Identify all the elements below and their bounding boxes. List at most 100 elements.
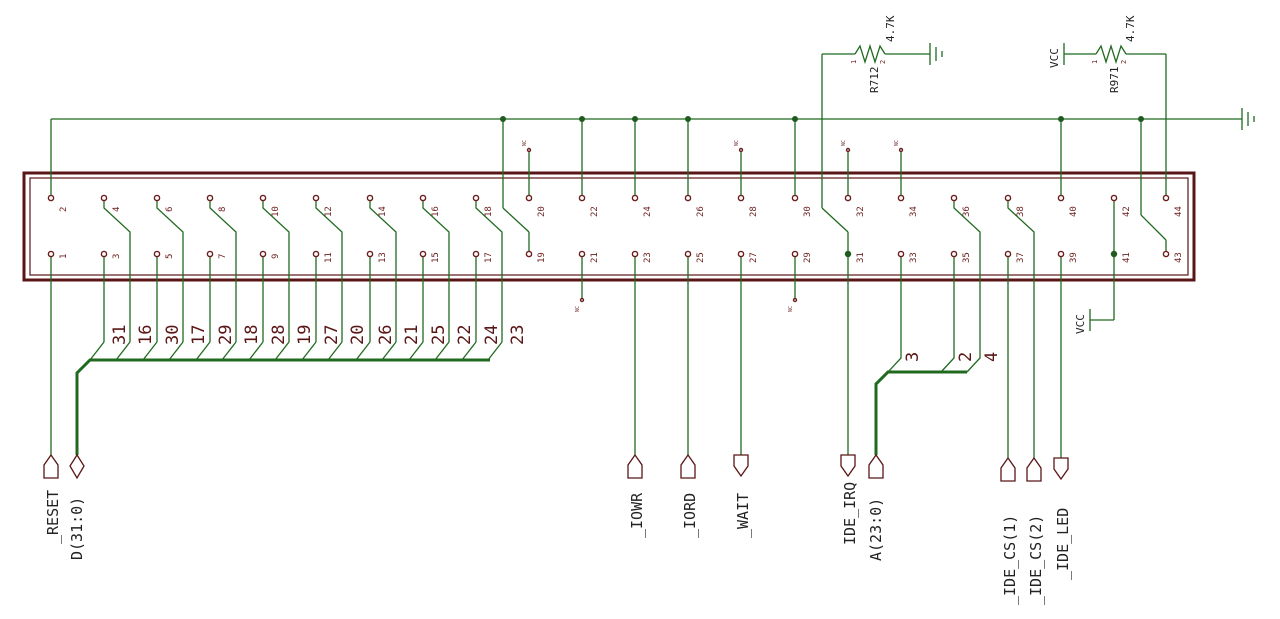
data-bit-label: 30 [163,325,183,345]
data-bit-label: 19 [295,325,315,345]
r712-ref: R712 [868,67,881,94]
data-bit-label: 16 [136,325,156,345]
pin-label-28: 28 [749,206,759,217]
pin-label-36: 36 [962,206,972,217]
signal-ide-cs2: _IDE_CS(2) [1027,515,1045,605]
pin-label-21: 21 [590,252,600,263]
pin-label-14: 14 [378,206,388,217]
nc-markers [526,147,904,303]
data-bit-label: 21 [402,325,422,345]
pin-label-9: 9 [271,254,281,259]
pin-label-8: 8 [218,207,228,212]
pin-label-16: 16 [431,206,441,217]
cs2-wire [1007,198,1035,458]
pin-label-34: 34 [909,206,919,217]
address-bus-wires [887,198,981,373]
nc-label-32: NC [841,140,847,146]
data-bit-label: 25 [429,325,449,345]
address-bit-label: 2 [956,352,976,362]
pin41-vcc-wire [1089,198,1118,331]
port-iord [680,453,696,479]
signal-iowr: _IOWR [628,492,646,538]
pin-label-10: 10 [271,206,281,217]
r971-ref: R971 [1108,67,1121,94]
nc-label-28: NC [734,140,740,146]
data-bit-label: 24 [482,325,502,345]
signal-ide-irq: IDE_IRQ [841,482,859,545]
r712-pin1: 1 [850,60,858,64]
data-bit-label: 20 [348,325,368,345]
pin-label-25: 25 [696,252,706,263]
pin-label-2: 2 [59,207,69,212]
pin-label-4: 4 [112,207,122,212]
pin-label-39: 39 [1069,252,1079,263]
pin-label-43: 43 [1174,252,1184,263]
pin-label-35: 35 [962,252,972,263]
pin-label-7: 7 [218,254,228,259]
data-bit-label: 29 [216,325,236,345]
port-ide-irq [840,454,856,478]
port-ide-cs2 [1026,456,1042,482]
pin-label-15: 15 [431,252,441,263]
address-bit-label: 3 [903,352,923,362]
pin-label-12: 12 [324,206,334,217]
pin-circles [47,194,1170,258]
pin-label-30: 30 [803,206,813,217]
ground-rail [50,116,1242,254]
pin-label-41: 41 [1122,252,1132,263]
pin-label-5: 5 [165,254,175,259]
resistor-r712 [821,43,930,455]
port-reset [43,453,59,479]
pin-label-18: 18 [484,206,494,217]
pin-label-29: 29 [803,252,813,263]
signal-data-bus: D(31:0) [68,497,86,560]
pin-label-11: 11 [324,252,334,263]
port-iowr [627,453,643,479]
connector-body-inner [29,177,1189,276]
pin-label-27: 27 [749,252,759,263]
nc-label-29: NC [788,306,794,312]
nc-label-21: NC [575,306,581,312]
port-address-bus [868,453,884,479]
signal-reset: _RESET [44,490,62,544]
pin-label-33: 33 [909,252,919,263]
pin-label-26: 26 [696,206,706,217]
address-bit-label: 4 [982,352,1002,362]
data-bus-wires [89,198,503,361]
data-bit-label: 22 [455,325,475,345]
data-bit-label: 26 [376,325,396,345]
pin-label-6: 6 [165,207,175,212]
data-bus [75,358,490,455]
resistor-r971 [1063,43,1167,198]
r712-pin2: 2 [879,60,887,64]
nc-label-34: NC [894,140,900,146]
vcc-label-top: VCC [1048,48,1061,68]
vcc-label-bottom: VCC [1074,314,1087,334]
pin-label-40: 40 [1069,206,1079,217]
r971-pin1: 1 [1091,60,1099,64]
pin-label-20: 20 [537,206,547,217]
port-wait [733,454,749,478]
data-bit-label: 31 [110,325,130,345]
ground-symbol-r712 [929,43,943,65]
r971-pin2: 2 [1120,60,1128,64]
signal-iord: _IORD [681,493,699,538]
pin-label-17: 17 [484,252,494,263]
port-data-bus [69,453,85,480]
pin-label-44: 44 [1174,206,1184,217]
ground-symbol-rail [1241,108,1255,130]
pin-label-24: 24 [643,206,653,217]
signal-wait: _WAIT [734,493,752,538]
signal-ide-led: _IDE_LED [1054,508,1072,580]
r971-value: 4.7K [1124,15,1137,42]
port-ide-led [1053,457,1069,481]
signal-address-bus: A(23:0) [867,498,885,561]
data-bit-label: 17 [189,325,209,345]
address-bus [874,370,967,455]
data-bit-label: 28 [269,325,289,345]
data-bit-label: 23 [508,325,528,345]
pin-label-31: 31 [856,252,866,263]
pin-label-19: 19 [537,252,547,263]
pin-label-32: 32 [856,206,866,217]
